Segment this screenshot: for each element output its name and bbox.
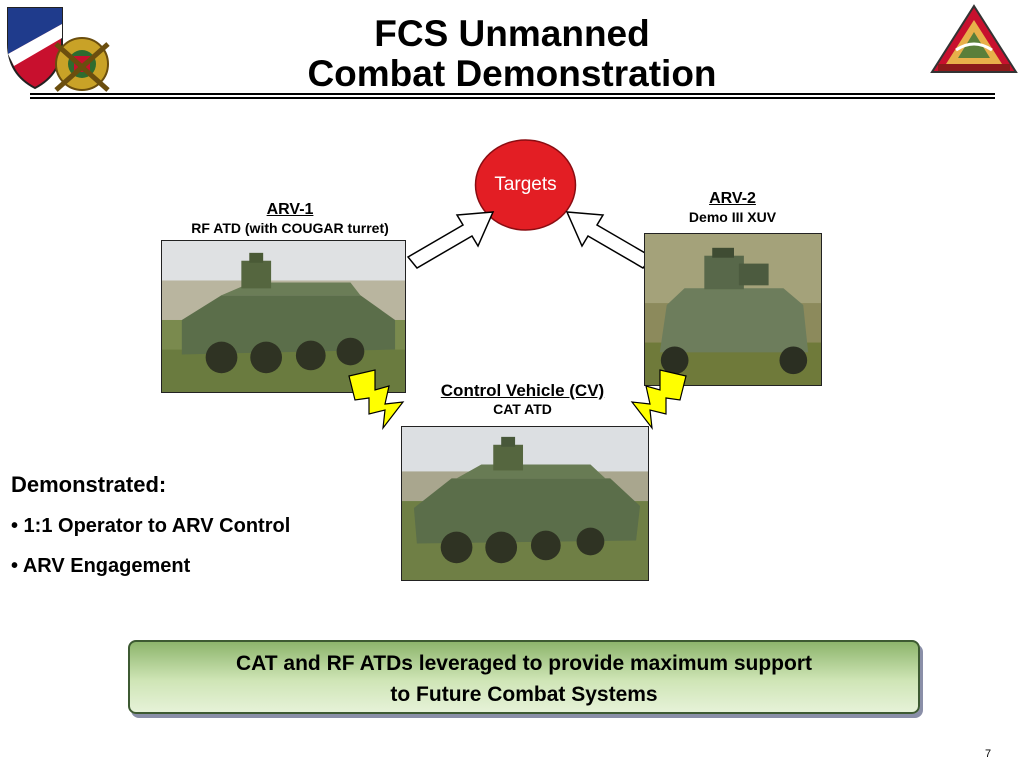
arrow-arv2-to-targets xyxy=(565,211,654,269)
arv2-photo xyxy=(644,233,822,386)
banner-line-2: to Future Combat Systems xyxy=(390,683,658,706)
header-rule xyxy=(30,93,995,99)
title-line-1: FCS Unmanned xyxy=(374,13,650,54)
arrow-arv1-to-targets xyxy=(406,211,495,269)
targets-circle xyxy=(474,139,577,231)
arv2-subtitle: Demo III XUV xyxy=(688,209,777,225)
lightning-arv1-icon xyxy=(348,369,405,430)
demonstrated-bullet: • 1:1 Operator to ARV Control xyxy=(11,515,291,537)
cv-label: Control Vehicle (CV) CAT ATD xyxy=(400,381,645,418)
arv1-name: ARV-1 xyxy=(266,201,314,218)
cv-photo xyxy=(401,426,649,581)
army-logo xyxy=(7,7,110,92)
summary-banner: CAT and RF ATDs leveraged to provide max… xyxy=(128,640,920,714)
arv1-label: ARV-1 RF ATD (with COUGAR turret) xyxy=(150,200,430,237)
arv1-photo xyxy=(161,240,406,393)
banner-line-1: CAT and RF ATDs leveraged to provide max… xyxy=(235,652,813,675)
arv1-subtitle: RF ATD (with COUGAR turret) xyxy=(191,220,389,236)
lightning-arv2-icon xyxy=(630,369,687,430)
page-number: 7 xyxy=(985,748,992,760)
page-title: FCS Unmanned Combat Demonstration xyxy=(200,14,824,94)
arv2-label: ARV-2 Demo III XUV xyxy=(640,189,825,226)
demonstrated-heading: Demonstrated: xyxy=(11,472,167,497)
arv2-name: ARV-2 xyxy=(709,190,756,207)
targets-label: Targets xyxy=(494,174,557,195)
title-line-2: Combat Demonstration xyxy=(307,53,717,94)
crest-logo xyxy=(930,4,1018,73)
cv-subtitle: CAT ATD xyxy=(493,401,552,417)
demonstrated-bullet: • ARV Engagement xyxy=(11,555,191,577)
cv-name: Control Vehicle (CV) xyxy=(440,381,605,400)
